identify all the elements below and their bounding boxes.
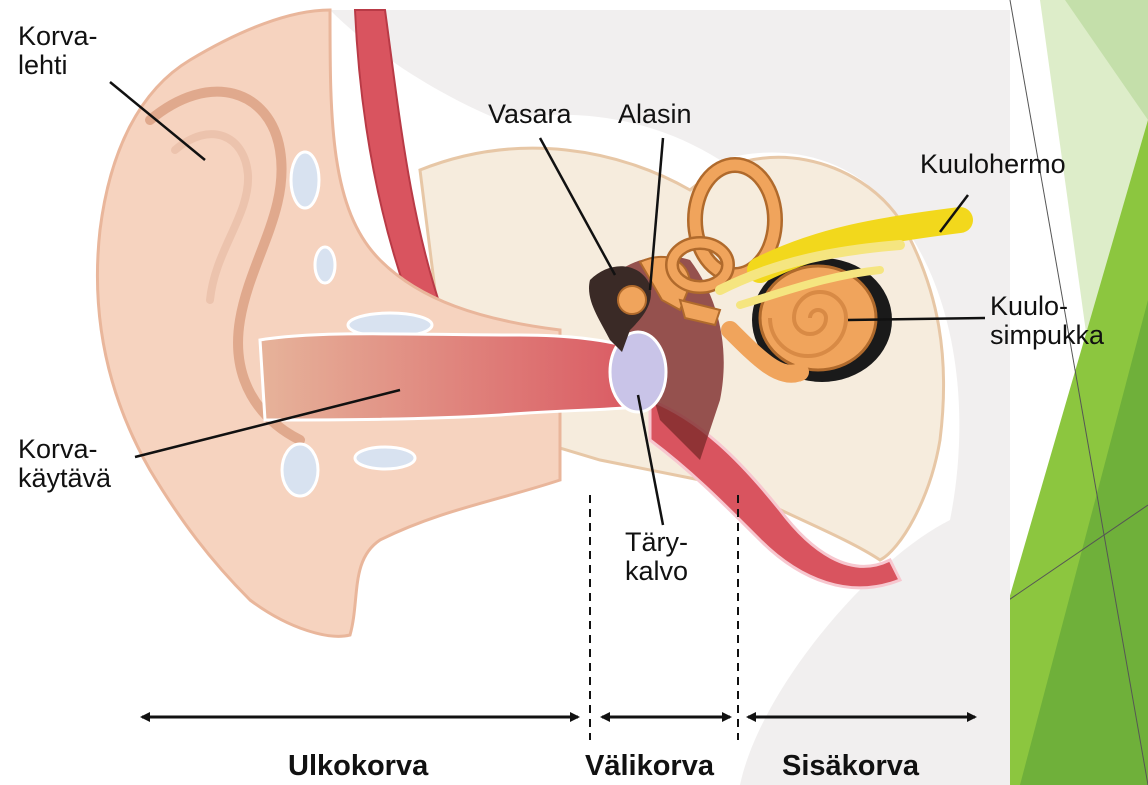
section-label-ulkokorva: Ulkokorva <box>288 750 428 783</box>
label-tarykalvo: Täry- kalvo <box>625 528 688 586</box>
label-kuulosimpukka: Kuulo- simpukka <box>990 292 1104 350</box>
label-korvalehti-line2: lehti <box>18 51 98 80</box>
ear-canal <box>260 334 660 420</box>
label-tarykalvo-line1: Täry- <box>625 528 688 557</box>
label-kuulohermo: Kuulohermo <box>920 150 1066 179</box>
label-kuulosimpukka-line2: simpukka <box>990 321 1104 350</box>
label-korvalehti: Korva- lehti <box>18 22 98 80</box>
label-korvakaytava-line1: Korva- <box>18 435 111 464</box>
label-korvakaytava-line2: käytävä <box>18 464 111 493</box>
label-kuulosimpukka-line1: Kuulo- <box>990 292 1104 321</box>
section-label-valikorva: Välikorva <box>585 750 714 783</box>
label-alasin: Alasin <box>618 100 692 129</box>
label-vasara: Vasara <box>488 100 572 129</box>
section-label-sisakorva: Sisäkorva <box>782 750 919 783</box>
label-korvakaytava: Korva- käytävä <box>18 435 111 493</box>
label-tarykalvo-line2: kalvo <box>625 557 688 586</box>
label-korvalehti-line1: Korva- <box>18 22 98 51</box>
